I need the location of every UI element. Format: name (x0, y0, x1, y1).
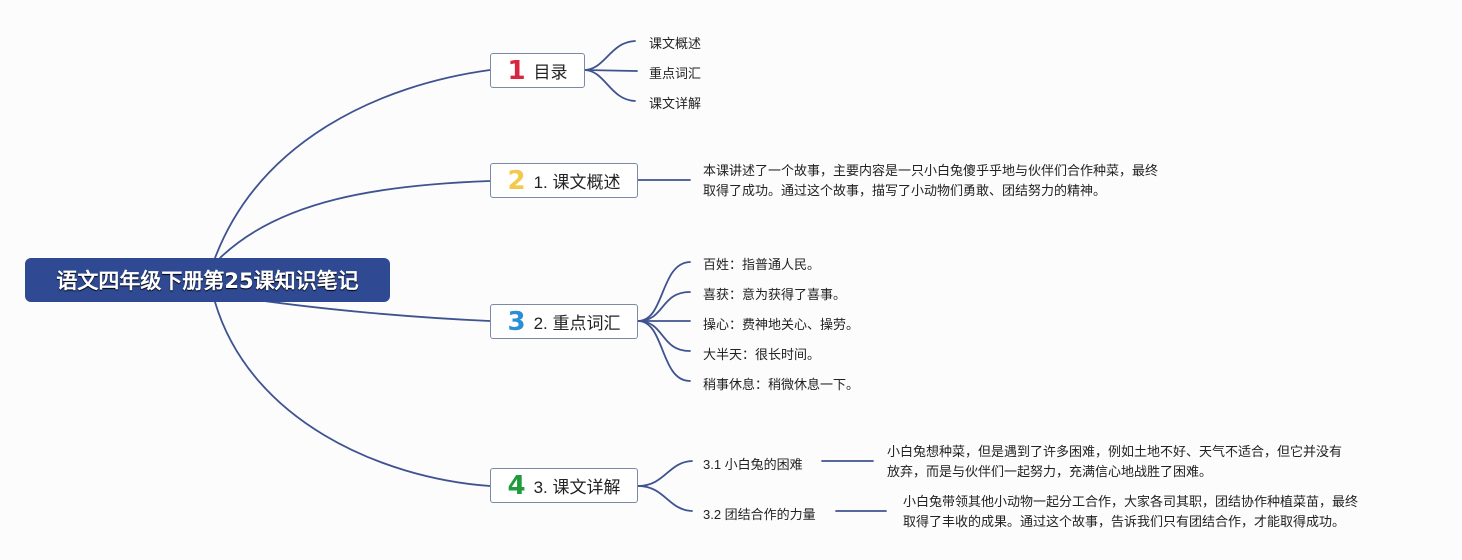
connector-root-branch1 (214, 69, 491, 259)
branch-vocabulary[interactable]: 3 2. 重点词汇 (490, 304, 638, 339)
number-3-icon: 3 (507, 306, 526, 337)
number-4-icon: 4 (507, 470, 526, 501)
contents-item[interactable]: 重点词汇 (649, 66, 702, 81)
text-line: 取得了丰收的成果。通过这个故事，告诉我们只有团结合作，才能取得成功。 (903, 514, 1346, 529)
overview-text[interactable]: 本课讲述了一个故事，主要内容是一只小白兔傻乎乎地与伙伴们合作种菜，最终 取得了成… (703, 161, 1223, 201)
connector-b3-c1 (637, 261, 691, 322)
branch-label: 3. 课文详解 (533, 478, 621, 497)
contents-item[interactable]: 课文详解 (649, 96, 702, 111)
root-topic[interactable]: 语文四年级下册第25课知识笔记 (25, 258, 390, 302)
connector-b3-c4 (637, 320, 691, 352)
text-line: 小白兔带领其他小动物一起分工合作，大家各司其职，团结协作种植菜苗，最终 (903, 494, 1359, 509)
subsection-text[interactable]: 小白兔带领其他小动物一起分工合作，大家各司其职，团结协作种植菜苗，最终 取得了丰… (903, 492, 1423, 532)
branch-overview[interactable]: 2 1. 课文概述 (490, 163, 638, 198)
connector-b1-c2 (583, 69, 638, 72)
branch-details[interactable]: 4 3. 课文详解 (490, 468, 638, 503)
vocabulary-item[interactable]: 大半天：很长时间。 (703, 347, 821, 362)
vocabulary-item[interactable]: 稍事休息：稍微休息一下。 (703, 377, 860, 392)
subsection-title[interactable]: 3.2 团结合作的力量 (703, 507, 816, 522)
connector-root-branch2 (219, 180, 491, 259)
branch-label: 目录 (533, 63, 568, 82)
branch-label: 2. 重点词汇 (533, 314, 621, 333)
root-title: 语文四年级下册第25课知识笔记 (56, 269, 359, 293)
number-2-icon: 2 (507, 165, 526, 196)
text-line: 取得了成功。通过这个故事，描写了小动物们勇敢、团结努力的精神。 (703, 183, 1107, 198)
subsection-title[interactable]: 3.1 小白兔的困难 (703, 457, 803, 472)
text-line: 放弃，而是与伙伴们一起努力，充满信心地战胜了困难。 (887, 464, 1213, 479)
subsection-text[interactable]: 小白兔想种菜，但是遇到了许多困难，例如土地不好、天气不适合，但它并没有 放弃，而… (887, 442, 1407, 482)
connector-b4-s1 (637, 460, 693, 487)
connector-root-branch4 (214, 301, 491, 487)
connector-b1-c1 (583, 40, 636, 71)
branch-contents[interactable]: 1 目录 (490, 53, 585, 88)
connector-b3-c5 (637, 320, 691, 382)
connector-b4-s2 (637, 485, 693, 512)
vocabulary-item[interactable]: 百姓：指普通人民。 (703, 257, 821, 272)
connector-b1-c3 (583, 69, 636, 102)
text-line: 小白兔想种菜，但是遇到了许多困难，例如土地不好、天气不适合，但它并没有 (887, 444, 1343, 459)
connector-b3-c2 (637, 291, 691, 322)
branch-label: 1. 课文概述 (533, 173, 621, 192)
contents-item[interactable]: 课文概述 (649, 36, 702, 51)
number-1-icon: 1 (507, 55, 526, 86)
text-line: 本课讲述了一个故事，主要内容是一只小白兔傻乎乎地与伙伴们合作种菜，最终 (703, 163, 1159, 178)
vocabulary-item[interactable]: 操心：费神地关心、操劳。 (703, 317, 860, 332)
vocabulary-item[interactable]: 喜获：意为获得了喜事。 (703, 287, 847, 302)
